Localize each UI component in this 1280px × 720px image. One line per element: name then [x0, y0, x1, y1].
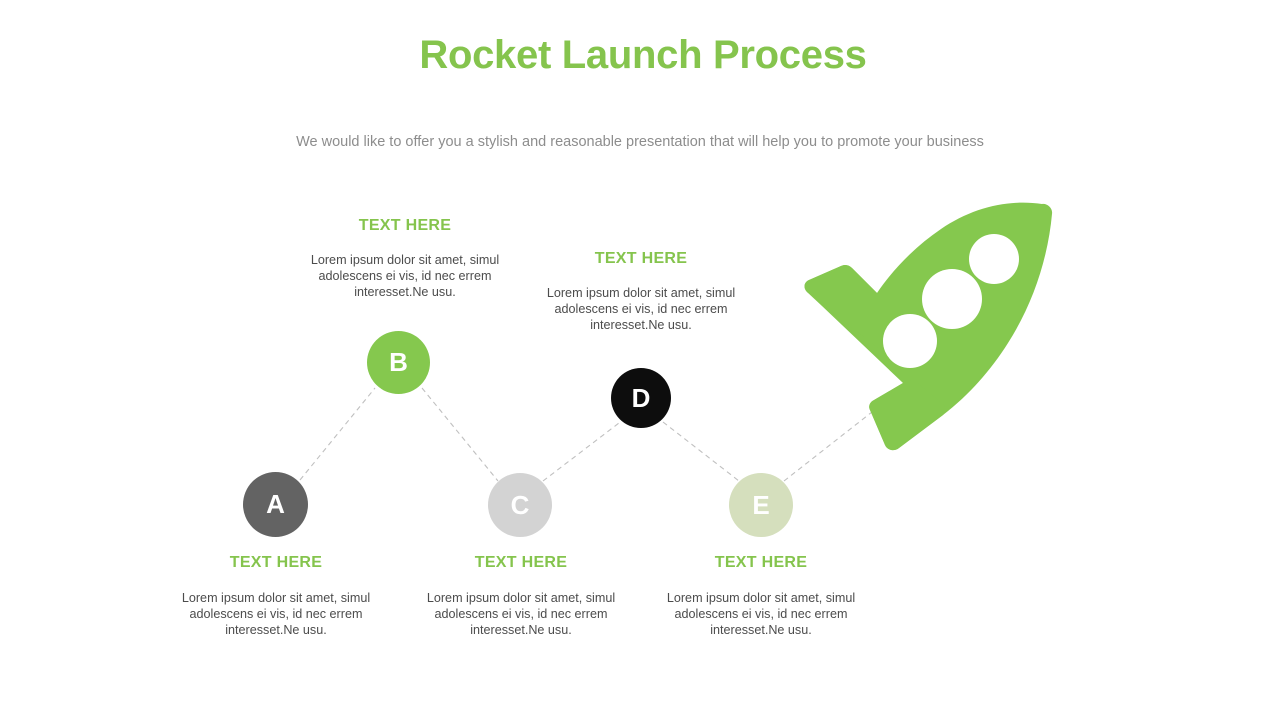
rocket-illustration: [804, 202, 1053, 451]
rocket-left-fin: [804, 264, 908, 351]
step-text-block-b: TEXT HERE Lorem ipsum dolor sit amet, si…: [310, 216, 500, 300]
connector-a-to-b: [299, 387, 376, 481]
step-text-block-d: TEXT HERE Lorem ipsum dolor sit amet, si…: [546, 249, 736, 333]
step-c-body: Lorem ipsum dolor sit amet, simul adoles…: [426, 591, 616, 637]
step-b-heading: TEXT HERE: [358, 217, 452, 234]
step-a-heading: TEXT HERE: [229, 554, 323, 571]
step-e-body: Lorem ipsum dolor sit amet, simul adoles…: [666, 591, 856, 637]
step-node-a-label: A: [266, 489, 285, 519]
connector-c-to-d: [542, 422, 620, 482]
step-node-e[interactable]: E: [729, 473, 793, 537]
step-node-b[interactable]: B: [367, 331, 430, 394]
step-text-block-e: TEXT HERE Lorem ipsum dolor sit amet, si…: [666, 553, 856, 638]
step-text-block-a: TEXT HERE Lorem ipsum dolor sit amet, si…: [181, 553, 371, 638]
rocket-window-top: [969, 234, 1019, 284]
step-node-a[interactable]: A: [243, 472, 308, 537]
step-node-b-label: B: [389, 347, 408, 377]
step-node-c[interactable]: C: [488, 473, 552, 537]
step-node-d-label: D: [631, 382, 651, 413]
step-text-block-c: TEXT HERE Lorem ipsum dolor sit amet, si…: [426, 553, 616, 638]
step-b-body: Lorem ipsum dolor sit amet, simul adoles…: [310, 253, 500, 299]
rocket-bottom-fin: [869, 379, 946, 451]
step-d-body: Lorem ipsum dolor sit amet, simul adoles…: [546, 286, 736, 332]
rocket-window-middle: [922, 269, 982, 329]
step-a-body: Lorem ipsum dolor sit amet, simul adoles…: [181, 591, 371, 637]
step-e-heading: TEXT HERE: [714, 554, 808, 571]
page-subtitle: We would like to offer you a stylish and…: [296, 134, 984, 150]
rocket-window-bottom: [883, 314, 937, 368]
page-title: Rocket Launch Process: [419, 33, 867, 77]
step-d-heading: TEXT HERE: [594, 250, 688, 267]
connector-d-to-e: [662, 421, 740, 482]
step-node-c-label: C: [510, 489, 530, 520]
step-c-heading: TEXT HERE: [474, 554, 568, 571]
step-node-e-label: E: [752, 489, 770, 520]
step-node-d[interactable]: D: [611, 368, 671, 428]
connector-b-to-c: [421, 387, 499, 482]
